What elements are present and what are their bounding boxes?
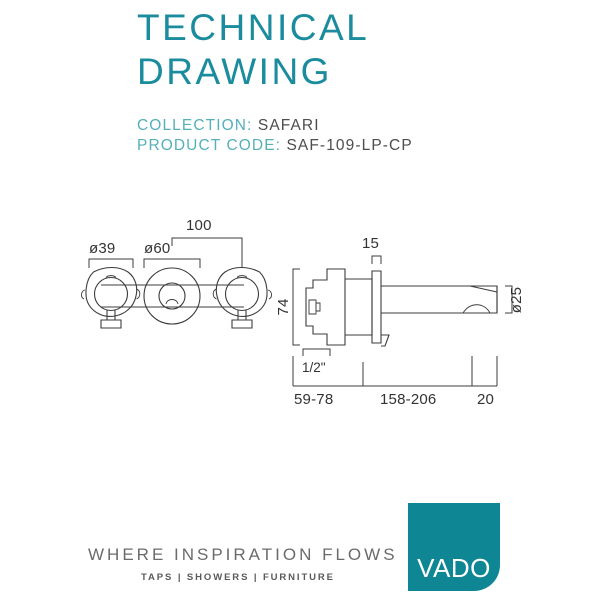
plan-valve-left — [81, 266, 141, 329]
product-code-label: PRODUCT CODE: — [137, 137, 282, 154]
technical-drawing: ø39 ø60 100 — [0, 196, 600, 416]
plan-view: ø39 ø60 100 — [81, 217, 272, 329]
dim-escutcheon-depth-text: 15 — [362, 235, 379, 252]
dim-wall-range-text: 59-78 — [294, 391, 333, 408]
side-flange — [371, 270, 390, 347]
product-meta: COLLECTION: SAFARI PRODUCT CODE: SAF-109… — [137, 116, 577, 156]
dim-centers: 100 — [171, 217, 243, 268]
plan-body-bar — [101, 284, 244, 308]
page-title: TECHNICAL DRAWING — [137, 6, 577, 94]
plan-escutcheon-center — [143, 267, 201, 325]
dim-thread-text: 1/2" — [302, 360, 326, 375]
title-line-1: TECHNICAL — [137, 7, 370, 48]
product-code-row: PRODUCT CODE: SAF-109-LP-CP — [137, 136, 577, 156]
side-valve-body — [305, 268, 346, 346]
product-code-value: SAF-109-LP-CP — [286, 137, 413, 154]
dim-height: 74 — [275, 268, 300, 346]
dim-outlet-text: 20 — [477, 391, 494, 408]
header: TECHNICAL DRAWING COLLECTION: SAFARI PRO… — [137, 6, 577, 156]
dim-diameter-left-text: ø39 — [89, 240, 115, 257]
side-view: 15 74 ø25 1/2" 59-78 158-206 20 — [275, 235, 525, 408]
collection-label: COLLECTION: — [137, 117, 253, 134]
dim-escutcheon-depth: 15 — [362, 235, 382, 264]
vado-logo-text: VADO — [417, 553, 491, 583]
dim-centers-text: 100 — [186, 217, 212, 234]
sub-tagline: TAPS | SHOWERS | FURNITURE — [141, 572, 335, 583]
footer: WHERE INSPIRATION FLOWS TAPS | SHOWERS |… — [0, 495, 600, 600]
side-collar — [345, 278, 373, 336]
dim-diameter-center: ø60 — [143, 240, 201, 268]
dim-outlet-diameter: ø25 — [505, 285, 525, 314]
vado-logo: VADO — [408, 503, 500, 591]
plan-valve-right — [212, 266, 272, 329]
dim-outlet-diameter-text: ø25 — [508, 287, 525, 313]
dim-projection-range-text: 158-206 — [380, 391, 436, 408]
collection-value: SAFARI — [257, 117, 320, 134]
dim-diameter-left: ø39 — [88, 240, 134, 268]
dim-diameter-center-text: ø60 — [144, 240, 170, 257]
tagline-block: WHERE INSPIRATION FLOWS TAPS | SHOWERS |… — [88, 545, 398, 583]
title-line-2: DRAWING — [137, 51, 332, 92]
dim-chain: 1/2" 59-78 158-206 20 — [292, 348, 498, 408]
collection-row: COLLECTION: SAFARI — [137, 116, 577, 136]
tagline: WHERE INSPIRATION FLOWS — [88, 545, 398, 564]
dim-height-text: 74 — [275, 298, 292, 315]
side-spout — [381, 285, 498, 314]
